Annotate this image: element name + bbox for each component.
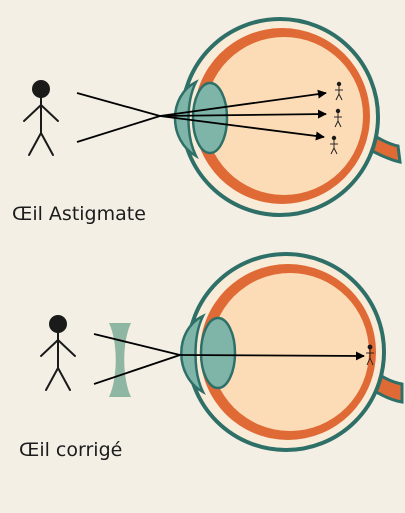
retina-image-small-stick-figure-icon [334, 108, 342, 128]
vitreous-body [205, 37, 363, 195]
corrected-eye-caption: Œil corrigé [19, 439, 123, 461]
light-ray [93, 333, 181, 356]
object-stick-figure-icon [23, 80, 59, 156]
light-ray [93, 354, 181, 385]
light-ray [76, 92, 161, 117]
cornea [180, 313, 206, 396]
vitreous-body [211, 273, 369, 431]
crystalline-lens [191, 81, 229, 155]
astigmatic-eye-caption: Œil Astigmate [12, 203, 146, 225]
focused-ray [179, 351, 365, 361]
retina-image-small-stick-figure-icon [366, 344, 374, 366]
light-ray [76, 115, 161, 143]
retina-image-small-stick-figure-icon [330, 135, 338, 155]
focused-ray [159, 115, 325, 141]
crystalline-lens [199, 316, 237, 390]
corrected-eye-scene [40, 252, 404, 452]
focused-ray [159, 89, 327, 117]
object-stick-figure-icon [40, 315, 76, 391]
focused-ray [159, 109, 327, 119]
retina-image-small-stick-figure-icon [335, 81, 343, 101]
astigmatic-eye-scene [23, 17, 402, 217]
corrective-lens [109, 323, 131, 397]
